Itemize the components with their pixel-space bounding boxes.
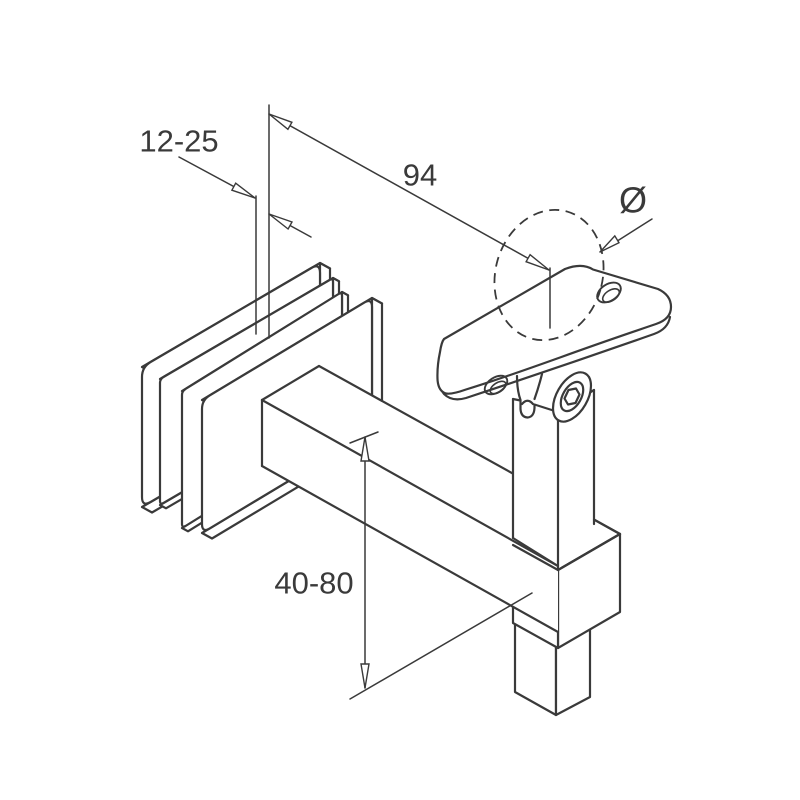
- pivot-screw: [551, 371, 593, 423]
- height-range-label: 40-80: [274, 566, 353, 601]
- arm-projection-label: 94: [403, 158, 437, 193]
- saddle-stem: [515, 374, 522, 402]
- glass-thickness-label: 12-25: [139, 124, 218, 159]
- dimension-94: [268, 104, 551, 339]
- clevis-slot: [520, 399, 535, 406]
- dimension-40-80: [349, 431, 533, 700]
- diameter-symbol-label: Ø: [619, 180, 647, 221]
- saddle-hole-right: [596, 281, 622, 304]
- saddle-hole-left: [483, 374, 509, 396]
- saddle-plate: [436, 264, 673, 401]
- mounting-arm: [260, 364, 577, 634]
- dimension-diameter: [599, 218, 653, 253]
- handrail-phantom-circle: [493, 208, 605, 342]
- dimension-12-25: [178, 156, 312, 335]
- hex-socket-icon: [563, 387, 581, 406]
